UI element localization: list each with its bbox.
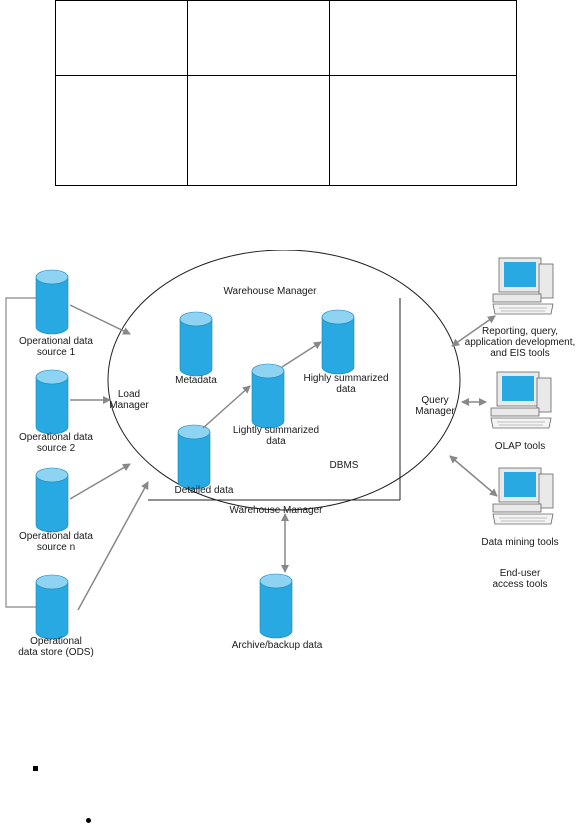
source-2-label-line1: Operational data [19, 432, 93, 443]
reporting-label-line1: Reporting, query, [482, 326, 558, 337]
load-manager-label-line2: Manager [109, 400, 149, 411]
warehouse-manager-bottom-label: Warehouse Manager [229, 505, 323, 516]
data-warehouse-architecture-diagram: Operational data source 1 Operational da… [5, 250, 576, 658]
olap-label: OLAP tools [495, 441, 545, 452]
reporting-arrow [451, 315, 496, 347]
round-bullet-icon [86, 818, 91, 823]
table-cell [55, 75, 188, 186]
source-2-label-line2: source 2 [37, 443, 76, 454]
query-manager-label-line1: Query [421, 395, 448, 406]
source-1-label-line2: source 1 [37, 347, 76, 358]
source-1-label-line1: Operational data [19, 336, 93, 347]
lightly-to-highly-arrow [281, 341, 322, 368]
data-mining-computer-icon [492, 467, 554, 525]
table-cell [329, 0, 517, 76]
query-manager-label-line2: Manager [415, 406, 455, 417]
table-cell [329, 75, 517, 186]
reporting-label-line2: application development, [465, 337, 576, 348]
metadata-label: Metadata [175, 375, 217, 386]
source-1-cylinder-icon [35, 269, 69, 335]
ods-arrow [77, 481, 149, 611]
data-mining-arrow [449, 455, 498, 497]
source-1-arrow [69, 304, 131, 335]
ods-label-line2: data store (ODS) [18, 647, 94, 658]
archive-label: Archive/backup data [232, 640, 323, 651]
source-n-arrow [69, 463, 131, 500]
data-mining-label: Data mining tools [481, 537, 558, 548]
lightly-summarized-label-line2: data [266, 436, 286, 447]
source-n-label-line2: source n [37, 542, 75, 553]
warehouse-boundary [107, 250, 461, 511]
table-cell [187, 75, 330, 186]
end-user-label-line1: End-user [500, 568, 541, 579]
detailed-to-lightly-arrow [202, 385, 251, 429]
highly-summarized-label-line1: Highly summarized [303, 373, 388, 384]
ods-cylinder-icon [35, 574, 69, 640]
source-2-cylinder-icon [35, 369, 69, 435]
reporting-computer-icon [492, 257, 554, 315]
detailed-data-label: Detailed data [175, 485, 234, 496]
source-n-cylinder-icon [35, 467, 69, 533]
highly-summarized-cylinder-icon [321, 309, 355, 375]
metadata-cylinder-icon [179, 311, 213, 377]
table-cell [187, 0, 330, 76]
end-user-label-line2: access tools [492, 579, 547, 590]
blank-table [55, 0, 517, 186]
reporting-label-line3: and EIS tools [490, 348, 549, 359]
source-n-label-line1: Operational data [19, 531, 93, 542]
detailed-data-cylinder-icon [177, 424, 211, 490]
lightly-summarized-cylinder-icon [251, 363, 285, 429]
square-bullet-icon [33, 766, 38, 771]
table-cell [55, 0, 188, 76]
highly-summarized-label-line2: data [336, 384, 356, 395]
olap-computer-icon [490, 371, 552, 429]
dbms-label: DBMS [330, 460, 359, 471]
warehouse-manager-top-label: Warehouse Manager [223, 286, 317, 297]
ods-label-line1: Operational [30, 636, 82, 647]
load-manager-label-line1: Load [118, 389, 140, 400]
archive-cylinder-icon [259, 573, 293, 639]
source-bracket [5, 297, 36, 608]
lightly-summarized-label-line1: Lightly summarized [233, 425, 319, 436]
